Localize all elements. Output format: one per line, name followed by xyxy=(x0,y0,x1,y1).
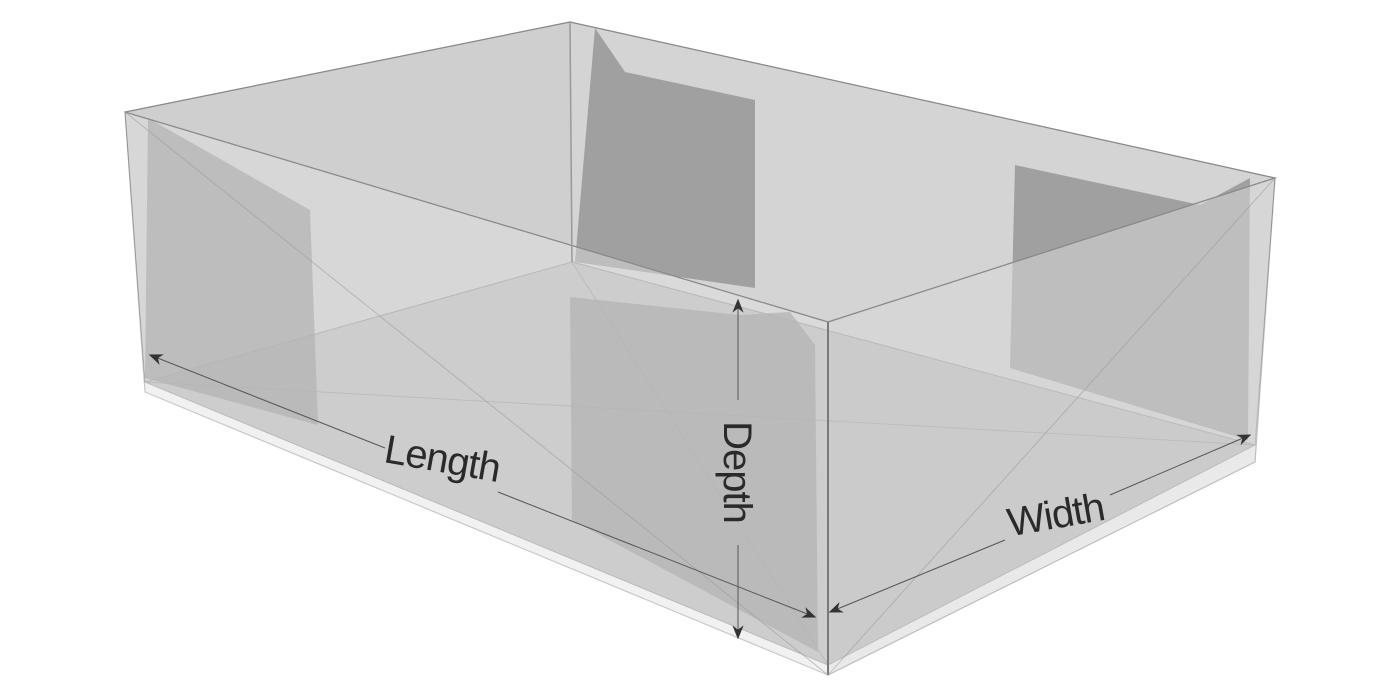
depth-label: Depth xyxy=(715,421,759,523)
width-dimension-line xyxy=(828,539,1006,613)
flap-back-left xyxy=(145,118,318,425)
flap-front-center xyxy=(570,297,818,652)
box-front xyxy=(124,21,1278,676)
dimension-lines xyxy=(148,298,1252,640)
flap-back-center xyxy=(575,28,755,288)
length-dimension-line xyxy=(148,354,386,449)
